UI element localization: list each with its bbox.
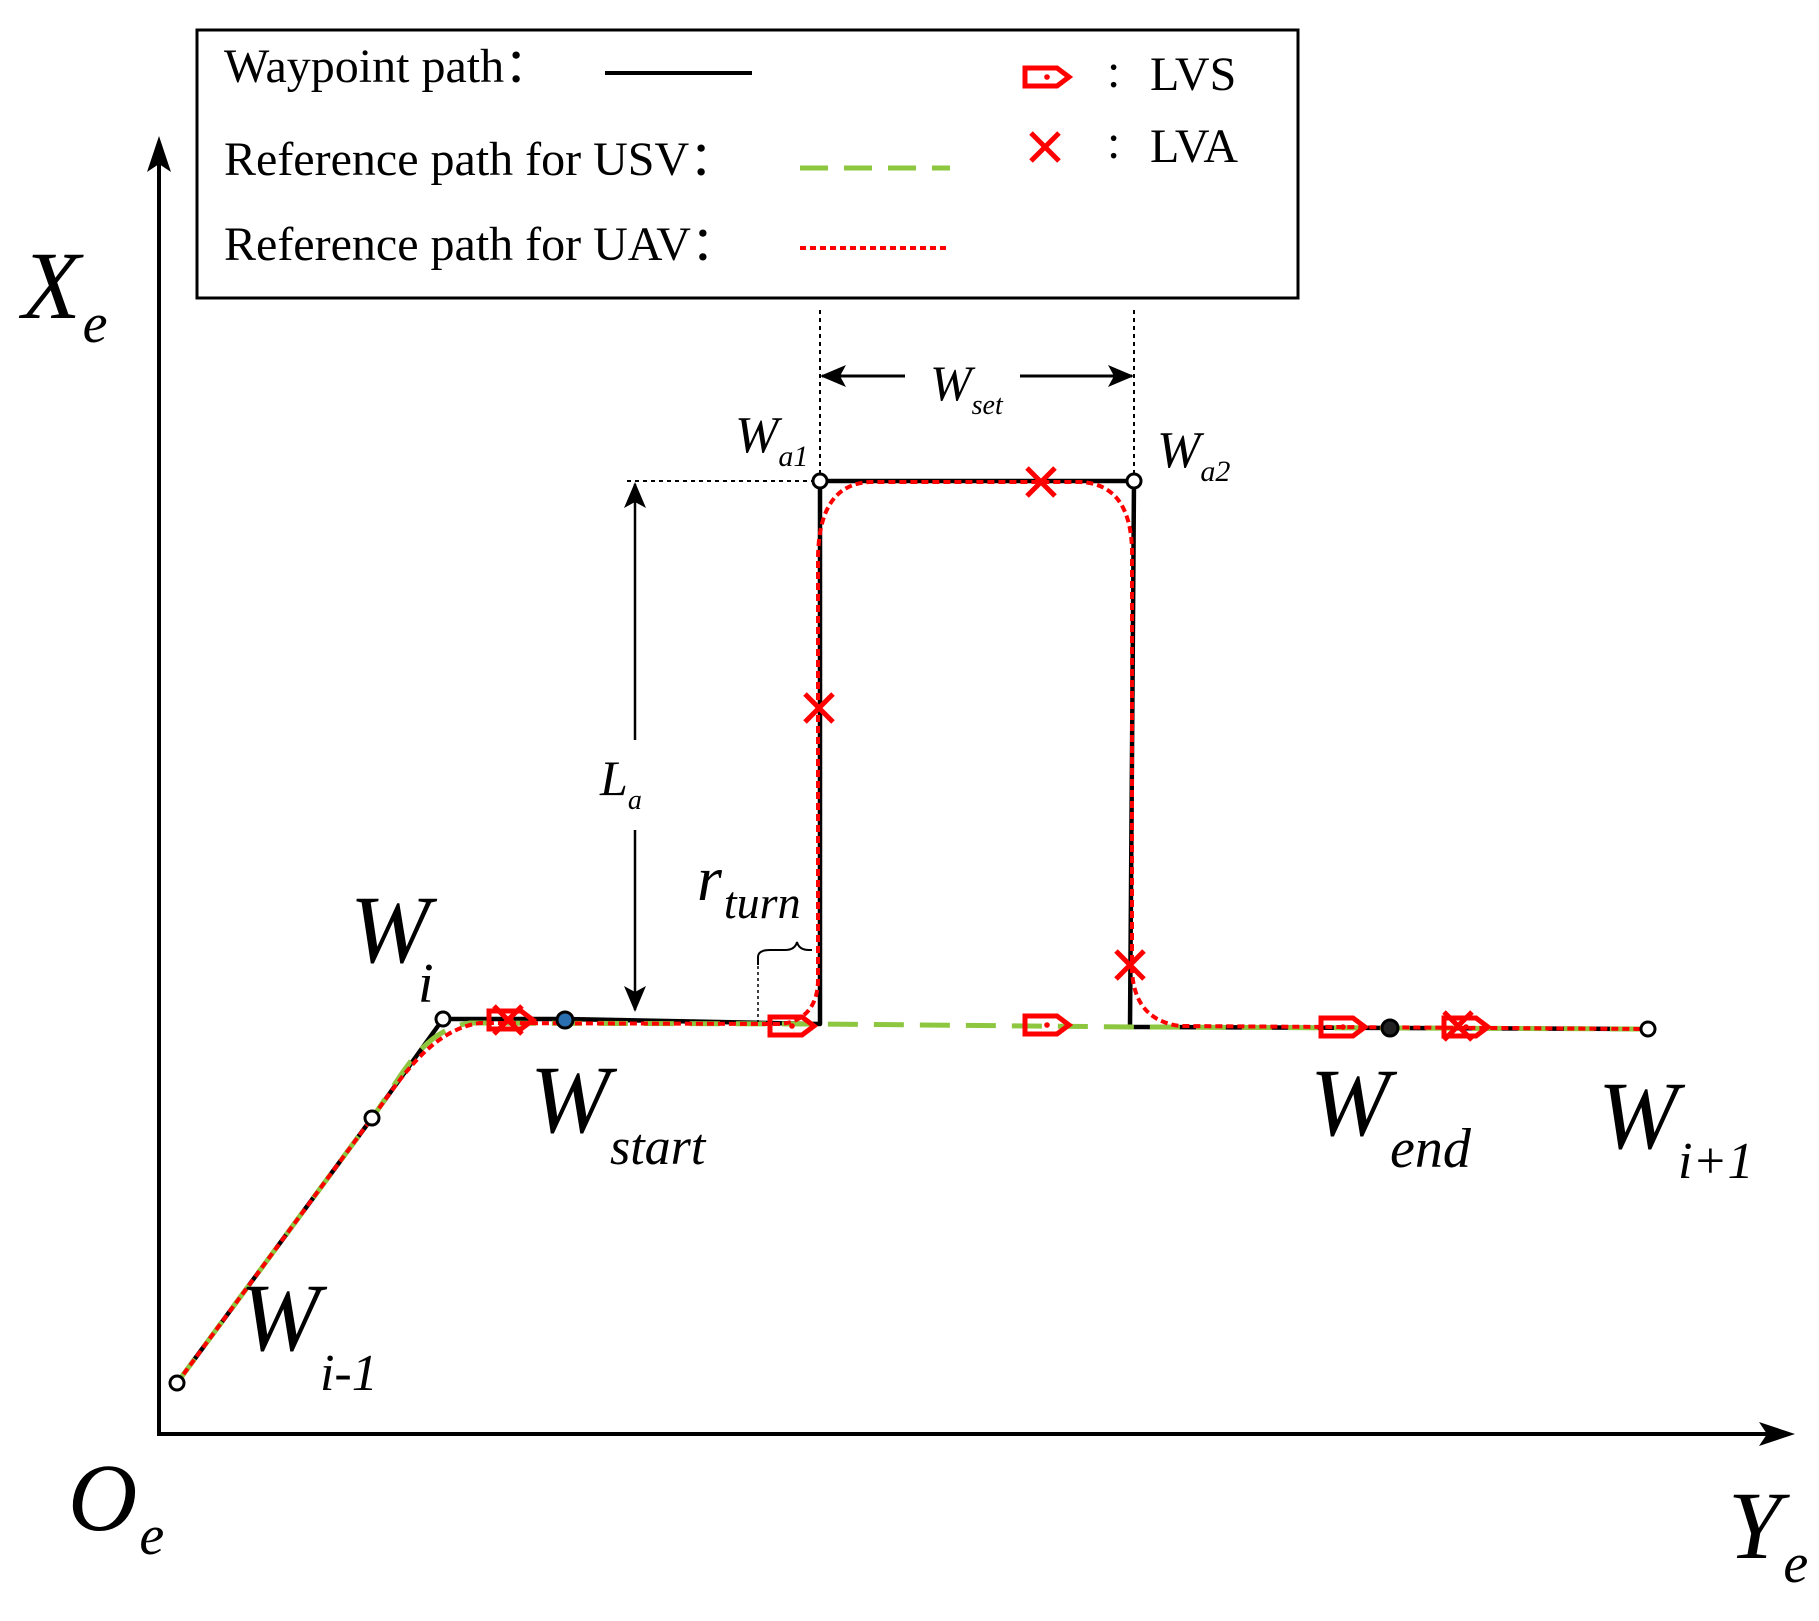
waypoint-i-minus-1-icon: [168, 1374, 186, 1392]
waypoint-a1-icon: [811, 472, 829, 490]
w-i-plus-1-label: Wi+1: [1598, 1062, 1754, 1190]
legend-usv-label: Reference path for USV：: [224, 133, 737, 186]
waypoint-end-icon: [1380, 1018, 1400, 1038]
waypoint-a2-icon: [1125, 472, 1143, 490]
uav-reference-path: [175, 480, 1649, 1385]
y-axis-arrow-icon: [1759, 1422, 1795, 1446]
x-axis-label: Xe: [18, 232, 108, 355]
waypoint-i-plus-1-icon: [1639, 1020, 1657, 1038]
w-start-label: Wstart: [530, 1046, 707, 1176]
legend-lvs-label: LVS: [1150, 48, 1236, 101]
wset-label: Wset: [930, 355, 1004, 421]
waypoint-i-icon: [434, 1010, 452, 1028]
legend: Waypoint path： Reference path for USV： R…: [195, 28, 1300, 300]
x-axis-arrow-icon: [147, 136, 171, 172]
legend-lva-separator: :: [1107, 116, 1120, 169]
waypoint-start-icon: [555, 1010, 575, 1030]
legend-waypoint-label: Waypoint path：: [224, 40, 552, 93]
w-i-minus-1-label: Wi-1: [240, 1264, 378, 1402]
w-a1-label: Wa1: [735, 407, 808, 473]
waypoint-mid-icon: [363, 1109, 381, 1127]
usv-reference-path: [174, 1020, 1649, 1385]
legend-lvs-separator: :: [1107, 45, 1120, 98]
origin-label: Oe: [68, 1444, 164, 1567]
r-turn-label: rturn: [697, 843, 801, 928]
w-end-label: Wend: [1310, 1049, 1472, 1180]
legend-uav-label: Reference path for UAV：: [224, 218, 739, 271]
w-a2-label: Wa2: [1157, 422, 1230, 488]
legend-lva-label: LVA: [1150, 120, 1238, 173]
la-label: La: [599, 750, 642, 816]
r-turn-brace: [757, 941, 812, 965]
y-axis-label: Ye: [1728, 1472, 1808, 1595]
